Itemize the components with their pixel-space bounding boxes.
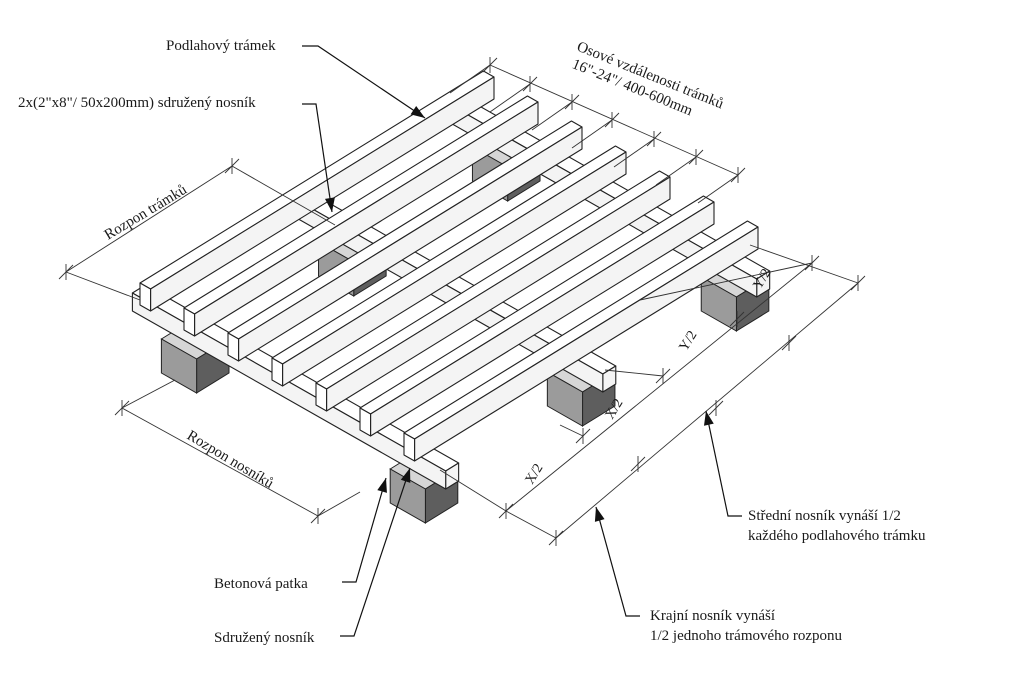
label-middle-beam-2: každého podlahového trámku: [748, 528, 926, 544]
joist-spacing-extension: [571, 119, 613, 149]
beam-span-dimension: [121, 407, 319, 517]
leader-edge-beam: [595, 506, 640, 617]
joist-span-extension: [65, 271, 141, 301]
floor-joist: [139, 70, 495, 312]
label-concrete-footing: Betonová patka: [214, 576, 308, 592]
joist-spacing-extension: [613, 138, 655, 168]
floor-joist-end: [139, 282, 152, 312]
joist-spacing-extension: [697, 174, 739, 204]
leader-lines: [302, 45, 742, 637]
joist-spacing-extension: [531, 101, 573, 131]
label-edge-beam-2: 1/2 jednoho trámového rozponu: [650, 628, 843, 644]
leader-middle-beam-arrow: [703, 411, 714, 426]
label-built-up-beam: Sdružený nosník: [214, 630, 315, 646]
dimension-lines: [58, 57, 866, 546]
floor-joist: [403, 220, 759, 462]
load-extension: [439, 469, 507, 512]
load-extension: [749, 244, 859, 284]
joist-spacing-extension: [655, 156, 697, 186]
label-middle-beam-1: Střední nosník vynáší 1/2: [748, 508, 901, 524]
load-extension: [559, 424, 584, 437]
leader-edge-beam-arrow: [594, 507, 605, 522]
footing-left-face: [389, 468, 426, 524]
footing-left-face: [160, 338, 198, 394]
leader-joist: [302, 45, 426, 119]
label-joist: Podlahový trámek: [166, 38, 276, 54]
leader-built-up-beam: [340, 467, 411, 637]
deck-structure: [131, 70, 771, 524]
floor-joist-end: [403, 432, 416, 462]
label-joist-span: Rozpon trámků: [102, 182, 190, 244]
leader-middle-beam: [705, 410, 742, 517]
floor-joist-end: [227, 332, 240, 362]
leader-built-up-beam-spec: [302, 103, 333, 213]
dim-label-x-half-1: X/2: [523, 461, 547, 487]
joist-span-extension: [231, 165, 336, 226]
floor-joist-end: [183, 307, 196, 337]
floor-joist-end: [271, 357, 284, 387]
load-dimension-inner: [505, 262, 813, 512]
beam-span-extension: [317, 491, 361, 517]
load-extension: [604, 369, 664, 377]
floor-joist-end: [315, 382, 328, 412]
floor-joist: [359, 195, 715, 437]
label-built-up-beam-spec: 2x(2"x8"/ 50x200mm) sdružený nosník: [18, 95, 256, 111]
leader-concrete-footing: [342, 477, 387, 583]
footing-left-face: [546, 371, 584, 427]
floor-joist: [183, 95, 539, 337]
built-up-beam-end: [131, 292, 447, 490]
load-extension: [639, 262, 813, 301]
floor-joist: [315, 170, 671, 412]
leader-built-up-beam-arrow: [400, 468, 411, 483]
floor-joist: [271, 145, 627, 387]
joist-spacing-extension: [489, 83, 531, 113]
leader-built-up-beam-spec-arrow: [325, 197, 335, 212]
footing-left-face: [700, 276, 737, 332]
load-extension: [505, 510, 557, 539]
leader-concrete-footing-arrow: [377, 478, 387, 493]
joist-spacing-extension: [449, 64, 491, 94]
dim-label-y-half-1: Y/2: [677, 328, 701, 354]
load-dimension-outer: [555, 282, 859, 539]
floor-joist-end: [359, 407, 372, 437]
joist-span-dimension: [65, 165, 233, 273]
label-beam-span: Rozpon nosníků: [184, 428, 277, 492]
floor-joist: [227, 120, 583, 362]
leader-joist-arrow: [410, 106, 425, 118]
beam-span-extension: [121, 379, 176, 409]
label-edge-beam-1: Krajní nosník vynáší: [650, 608, 775, 624]
